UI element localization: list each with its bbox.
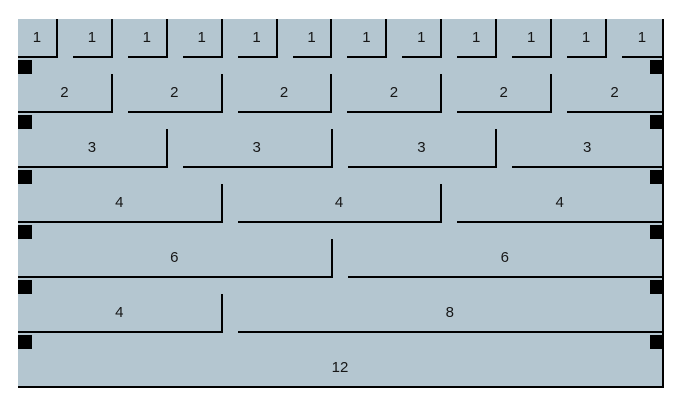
cell-label: 1 (32, 29, 42, 46)
gutter-marker-right (650, 225, 662, 239)
row-gutter (18, 278, 662, 294)
cell-label: 1 (472, 29, 481, 46)
grid-cell-span-1: 1 (292, 19, 333, 58)
grid-cell-span-4: 4 (18, 184, 223, 223)
cell-label: 4 (334, 194, 344, 211)
grid-cell-span-3: 3 (18, 129, 168, 168)
cell-label: 6 (170, 249, 179, 266)
cell-label: 4 (115, 194, 124, 211)
cell-label: 2 (279, 84, 289, 101)
grid-cell-span-4: 4 (457, 184, 662, 223)
grid-cell-span-6: 6 (18, 239, 333, 278)
cell-label: 4 (115, 304, 124, 321)
cell-label: 1 (362, 29, 371, 46)
row-gutter (18, 223, 662, 239)
cell-label: 3 (252, 139, 261, 156)
gutter-marker-left (18, 225, 32, 239)
grid-cell-span-1: 1 (512, 19, 553, 58)
gutter-marker-left (18, 335, 32, 349)
cell-label: 6 (500, 249, 509, 266)
grid-cell-span-1: 1 (567, 19, 607, 58)
cell-label: 2 (389, 84, 399, 101)
cell-label: 1 (87, 29, 97, 46)
grid-cell-span-4: 4 (18, 294, 223, 333)
gutter-marker-left (18, 170, 32, 184)
cell-label: 3 (87, 139, 97, 156)
row-gutter (18, 58, 662, 74)
grid-cell-span-1: 1 (18, 19, 58, 58)
gutter-marker-right (650, 60, 662, 74)
cell-label: 4 (555, 194, 564, 211)
cell-label: 1 (252, 29, 261, 46)
row-gutter (18, 168, 662, 184)
grid-cell-span-1: 1 (402, 19, 443, 58)
grid-cell-span-1: 1 (127, 19, 168, 58)
grid-cell-span-4: 4 (237, 184, 443, 223)
grid-row: 3 3 3 3 (18, 129, 662, 168)
cell-label: 2 (60, 84, 69, 101)
grid-cell-span-2: 2 (457, 74, 553, 113)
grid-row: 2 2 2 2 2 2 (18, 74, 662, 113)
cell-label: 8 (445, 304, 454, 321)
cell-label: 1 (581, 29, 591, 46)
cell-label: 1 (142, 29, 151, 46)
grid-cell-span-3: 3 (347, 129, 498, 168)
cell-label: 2 (499, 84, 508, 101)
cell-label: 3 (417, 139, 426, 156)
grid-cell-span-2: 2 (127, 74, 223, 113)
row-gutter (18, 113, 662, 129)
gutter-marker-right (650, 335, 662, 349)
cell-label: 2 (170, 84, 179, 101)
gutter-marker-right (650, 280, 662, 294)
gutter-marker-left (18, 280, 32, 294)
grid-cell-span-1: 1 (182, 19, 223, 58)
cell-label: 1 (197, 29, 206, 46)
gutter-marker-right (650, 170, 662, 184)
cell-label: 2 (610, 84, 619, 101)
grid-cell-span-2: 2 (567, 74, 662, 113)
cell-label: 1 (637, 29, 647, 46)
grid-cell-span-1: 1 (347, 19, 388, 58)
grid-cell-span-3: 3 (182, 129, 333, 168)
gutter-marker-right (650, 115, 662, 129)
cell-label: 3 (582, 139, 592, 156)
cell-label: 1 (307, 29, 316, 46)
grid-cell-span-1: 1 (237, 19, 278, 58)
cell-label: 12 (331, 359, 349, 376)
cell-label: 1 (526, 29, 536, 46)
grid-cell-span-1: 1 (621, 19, 662, 58)
grid-cell-span-2: 2 (347, 74, 443, 113)
grid-cell-span-6: 6 (347, 239, 662, 278)
gutter-marker-left (18, 115, 32, 129)
grid-cell-span-1: 1 (457, 19, 498, 58)
grid-cell-span-3: 3 (512, 129, 662, 168)
row-gutter (18, 333, 662, 349)
gutter-marker-left (18, 60, 32, 74)
grid-cell-span-2: 2 (18, 74, 113, 113)
grid-cell-span-8: 8 (237, 294, 662, 333)
grid-cell-span-1: 1 (72, 19, 113, 58)
grid-row: 1 1 1 1 1 1 1 1 1 1 1 1 (18, 19, 662, 58)
grid-cell-span-2: 2 (237, 74, 333, 113)
grid-row: 12 (18, 349, 662, 386)
grid-row: 4 4 4 (18, 184, 662, 223)
grid-cell-span-12: 12 (18, 349, 662, 386)
cell-label: 1 (417, 29, 426, 46)
